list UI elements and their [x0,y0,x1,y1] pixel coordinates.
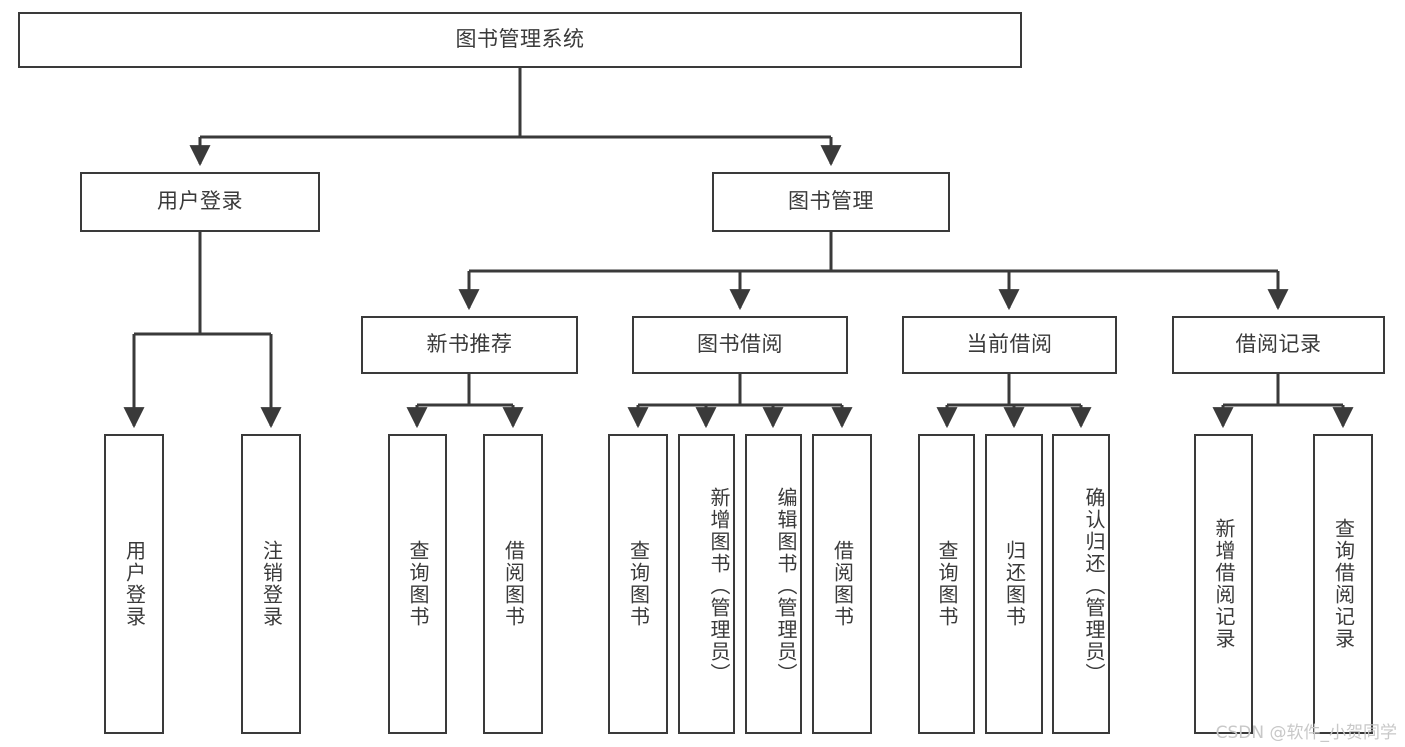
leaf-return-book[interactable]: 归还图书 [985,434,1043,734]
leaf-borrow-book-new[interactable]: 借阅图书 [483,434,543,734]
leaf-edit-book-admin-label: 编辑图书（管理员） [774,487,798,685]
node-user-login-label: 用户登录 [157,189,243,214]
leaf-query-book-borrow[interactable]: 查询图书 [608,434,668,734]
node-borrow-records[interactable]: 借阅记录 [1172,316,1385,374]
node-new-book-recommend[interactable]: 新书推荐 [361,316,578,374]
leaf-logout-label: 注销登录 [259,540,284,628]
leaf-borrow-book-new-label: 借阅图书 [501,540,526,628]
leaf-query-book-new[interactable]: 查询图书 [388,434,447,734]
leaf-confirm-return-admin-label: 确认归还（管理员） [1082,487,1106,685]
leaf-logout[interactable]: 注销登录 [241,434,301,734]
leaf-borrow-book[interactable]: 借阅图书 [812,434,872,734]
leaf-return-book-label: 归还图书 [1002,540,1027,628]
leaf-query-book-borrow-label: 查询图书 [626,540,651,628]
leaf-add-borrow-record-label: 新增借阅记录 [1212,518,1236,650]
node-book-borrow[interactable]: 图书借阅 [632,316,848,374]
node-book-management[interactable]: 图书管理 [712,172,950,232]
leaf-confirm-return-admin[interactable]: 确认归还（管理员） [1052,434,1110,734]
leaf-user-login[interactable]: 用户登录 [104,434,164,734]
node-book-borrow-label: 图书借阅 [697,332,783,357]
node-root-label: 图书管理系统 [455,27,585,52]
leaf-user-login-label: 用户登录 [122,540,147,628]
leaf-query-borrow-record[interactable]: 查询借阅记录 [1313,434,1373,734]
node-current-borrow[interactable]: 当前借阅 [902,316,1117,374]
node-new-book-recommend-label: 新书推荐 [426,332,513,357]
node-book-management-label: 图书管理 [788,189,874,214]
leaf-borrow-book-label: 借阅图书 [830,540,855,628]
leaf-add-book-admin[interactable]: 新增图书（管理员） [678,434,735,734]
leaf-query-borrow-record-label: 查询借阅记录 [1331,518,1356,650]
node-user-login[interactable]: 用户登录 [80,172,320,232]
leaf-query-book-new-label: 查询图书 [406,540,430,628]
node-current-borrow-label: 当前借阅 [966,332,1053,357]
leaf-query-book-current-label: 查询图书 [935,540,959,628]
node-borrow-records-label: 借阅记录 [1235,332,1322,357]
leaf-query-book-current[interactable]: 查询图书 [918,434,975,734]
leaf-add-borrow-record[interactable]: 新增借阅记录 [1194,434,1253,734]
leaf-edit-book-admin[interactable]: 编辑图书（管理员） [745,434,802,734]
leaf-add-book-admin-label: 新增图书（管理员） [707,487,731,685]
watermark-text: CSDN @软件_小贺同学 [1215,723,1397,743]
node-root[interactable]: 图书管理系统 [18,12,1022,68]
